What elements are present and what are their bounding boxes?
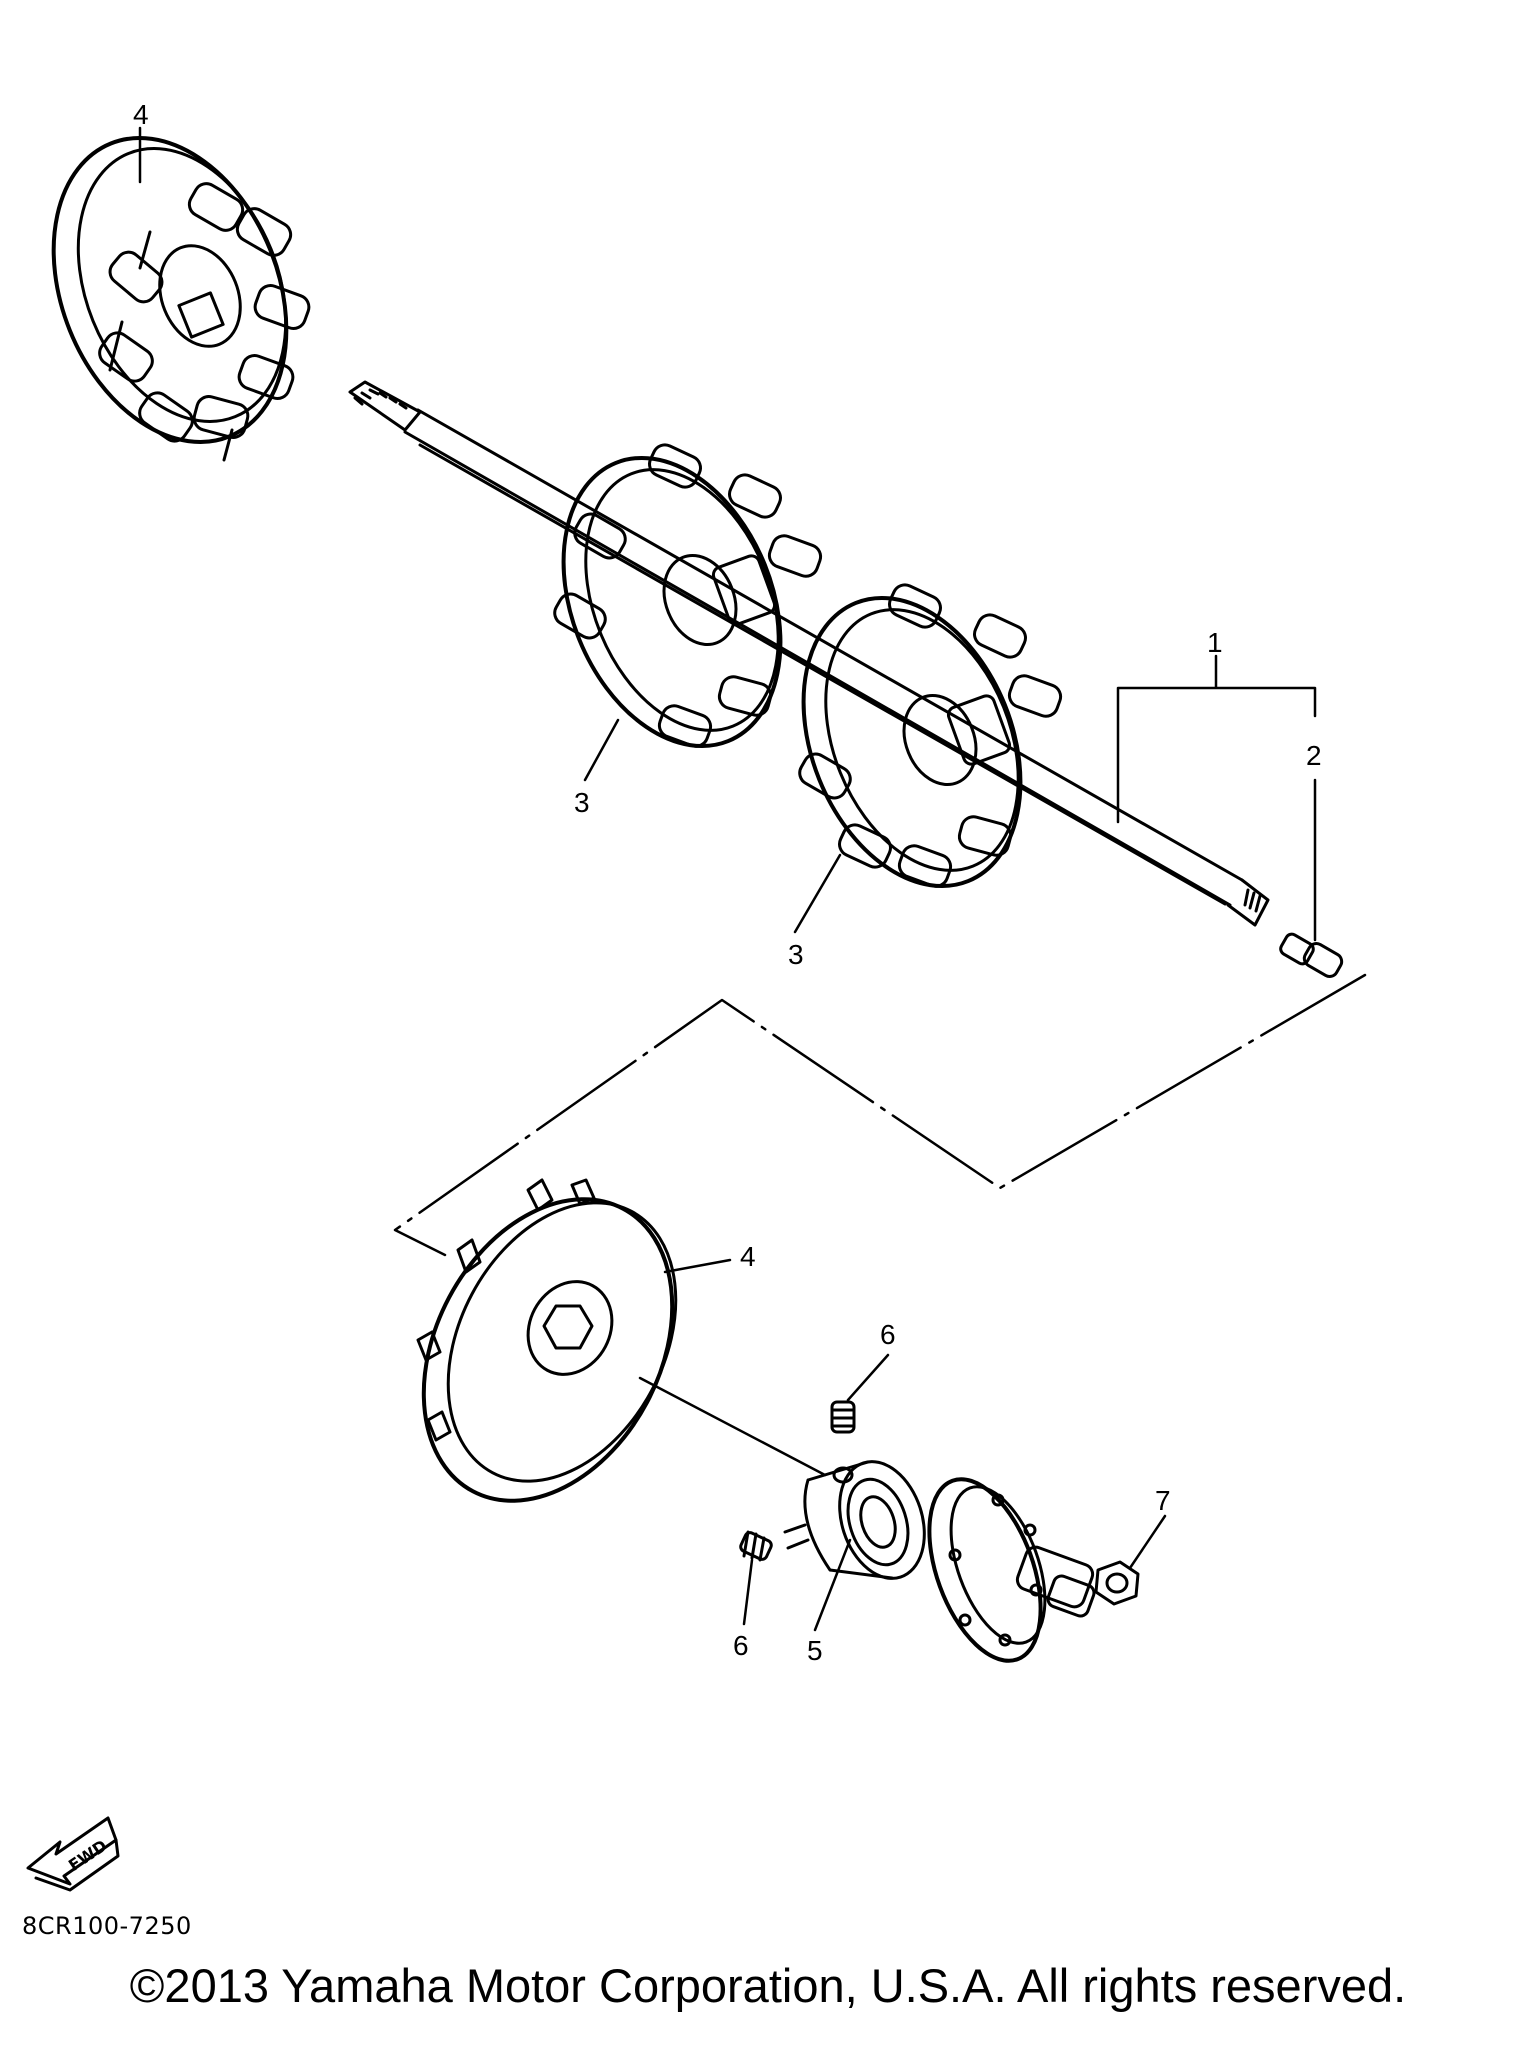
idler-wheel-bottom: [416, 1178, 827, 1503]
leader-lines: [138, 126, 1317, 1632]
callout-3-upper: 3: [574, 787, 590, 818]
bearing: [783, 1460, 926, 1580]
flange-hub: [927, 1477, 1096, 1663]
callout-7: 7: [1155, 1485, 1171, 1516]
callout-1: 1: [1207, 627, 1223, 658]
callout-4-upper: 4: [133, 99, 149, 130]
assembly-line: [393, 973, 1367, 1257]
callout-6-lower: 6: [733, 1630, 749, 1661]
callout-2: 2: [1306, 740, 1322, 771]
idler-wheel-top: [51, 136, 311, 462]
hex-nut: [1094, 1560, 1140, 1606]
drive-sprocket-left: [553, 443, 823, 749]
copyright-notice: ©2013 Yamaha Motor Corporation, U.S.A. A…: [129, 1959, 1407, 2012]
set-screw-bottom: [739, 1530, 773, 1562]
set-screw-top: [830, 1400, 856, 1434]
shaft-plug: [1279, 932, 1344, 978]
callout-3-lower: 3: [788, 939, 804, 970]
drive-shaft: [348, 380, 1270, 927]
fwd-arrow-icon: FWD: [26, 1816, 120, 1892]
callout-6-upper: 6: [880, 1319, 896, 1350]
callout-4-lower: 4: [740, 1241, 756, 1272]
callout-labels: 1 2 3 3 4 4 6 6 5 7: [133, 99, 1322, 1666]
part-code: 8CR100-7250: [22, 1912, 192, 1940]
callout-5: 5: [807, 1635, 823, 1666]
drive-sprocket-right: [798, 583, 1063, 889]
